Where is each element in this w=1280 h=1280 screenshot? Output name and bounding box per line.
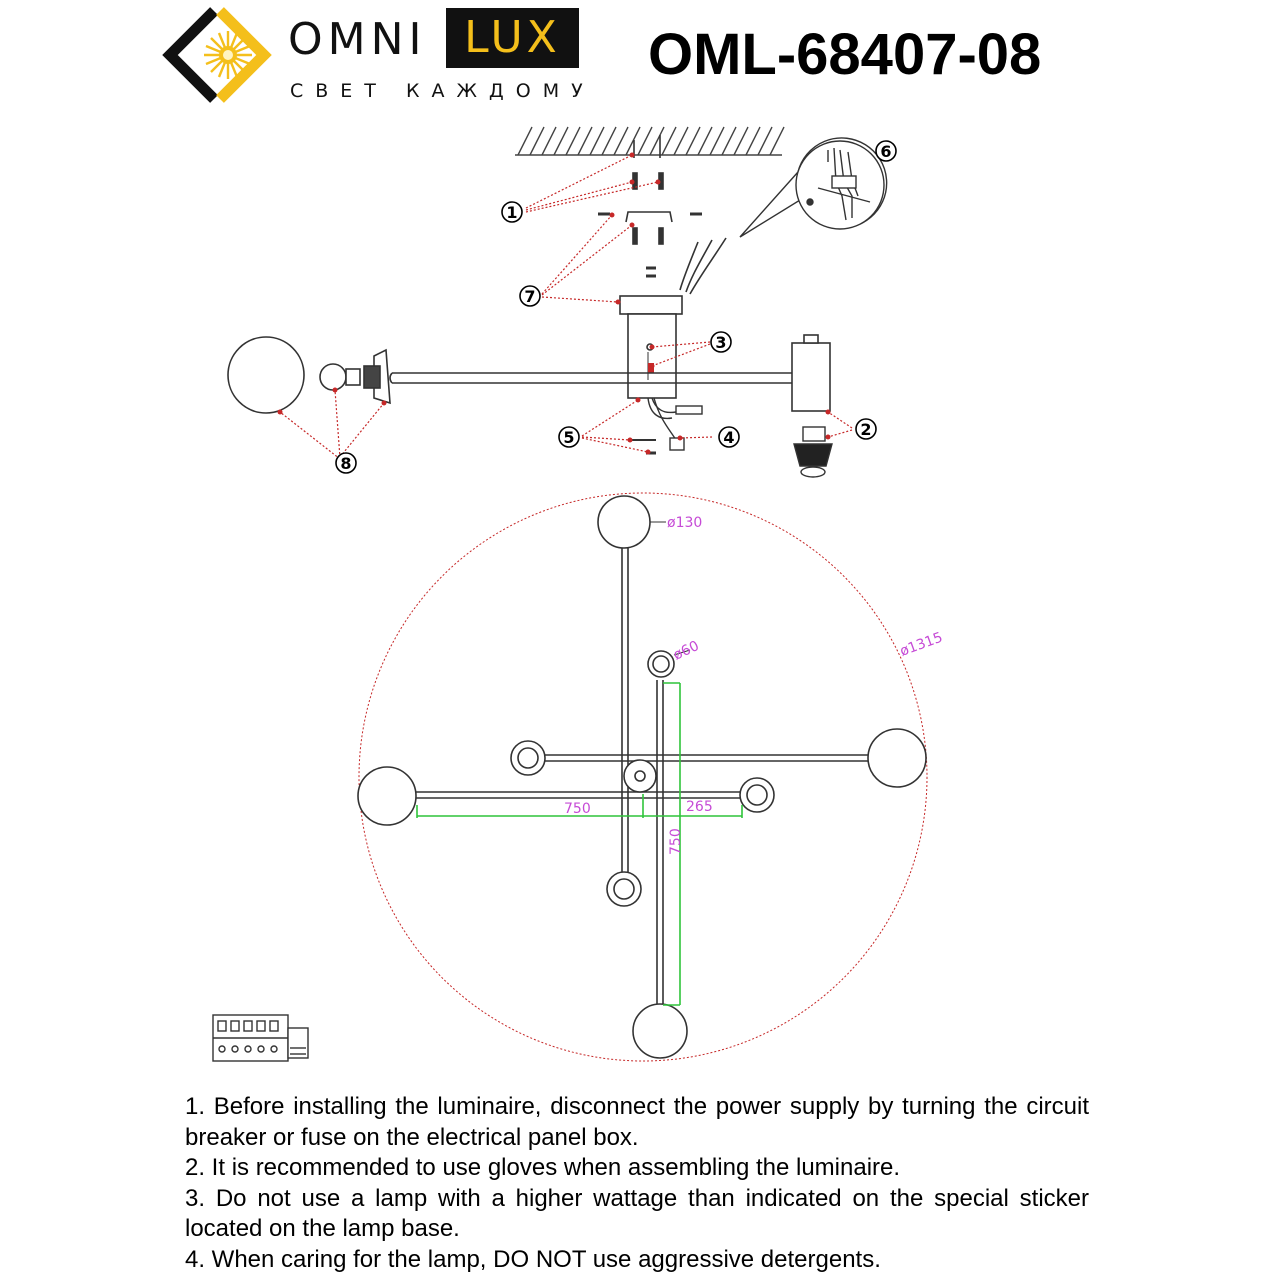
callout-5: 5 (558, 426, 580, 448)
diameter-leaders (650, 521, 691, 656)
svg-text:1: 1 (506, 203, 517, 222)
ceiling-hatch-line (517, 126, 533, 156)
omnilux-logo (162, 7, 272, 103)
ceiling-hatch-line (601, 126, 617, 156)
callout-7: 7 (519, 285, 541, 307)
callout-markers: 1 2 3 4 5 6 7 8 (335, 140, 897, 474)
overall-diameter-circle (358, 492, 928, 1062)
dim-arm-horizontal: 750 (564, 801, 591, 817)
ceiling-hatch-line (577, 126, 593, 156)
terminal-screw (256, 1020, 266, 1032)
terminal-screw (243, 1020, 253, 1032)
ceiling-hatch-line (673, 126, 689, 156)
wiring-detail-inset (739, 137, 888, 238)
wire-connector (630, 397, 703, 455)
svg-text:6: 6 (880, 142, 891, 161)
dim-center-offset: 265 (686, 799, 713, 815)
terminal-hole (231, 1045, 239, 1053)
instruction-4: 4. When caring for the lamp, DO NOT use … (185, 1245, 881, 1273)
brand-tagline: СВЕТ КАЖДОМУ (290, 80, 595, 102)
terminal-hole (244, 1045, 252, 1053)
brand-name-omni: OMNI (288, 14, 427, 65)
lamp-arm (389, 334, 831, 412)
ceiling-hatch-line (757, 126, 773, 156)
globe-top (597, 495, 651, 549)
instruction-3: 3. Do not use a lamp with a higher watta… (185, 1184, 1089, 1243)
dim-arm-vertical: 750 (668, 828, 684, 855)
ceiling-hatch-line (733, 126, 749, 156)
svg-text:5: 5 (563, 428, 574, 447)
globe-shade-exploded (227, 336, 391, 414)
svg-text:4: 4 (723, 428, 734, 447)
callout-leaders (277, 152, 853, 460)
ceiling-hatch-line (769, 126, 785, 156)
safety-instructions: 1. Before installing the luminaire, disc… (185, 1092, 1089, 1275)
model-number: OML-68407-08 (648, 22, 1042, 87)
callout-3: 3 (710, 331, 732, 353)
ceiling-hatch-line (721, 126, 737, 156)
ceiling-hatch-line (637, 126, 653, 156)
terminal-hole (257, 1045, 265, 1053)
canopy-body (619, 295, 683, 399)
ceiling-hatch-line (613, 126, 629, 156)
ceiling-hatch-line (745, 126, 761, 156)
terminal-screw (269, 1020, 279, 1032)
callout-4: 4 (718, 426, 740, 448)
dim-globe-diameter: ø130 (667, 515, 702, 531)
instruction-2: 2. It is recommended to use gloves when … (185, 1154, 901, 1181)
svg-text:3: 3 (715, 333, 726, 352)
ceiling-hatch-line (553, 126, 569, 156)
plan-view-fixture (357, 495, 927, 1059)
ceiling-hatch-line (709, 126, 725, 156)
ceiling-hatch-line (589, 126, 605, 156)
ceiling-hatch-line (625, 126, 641, 156)
ceiling-hatch-line (565, 126, 581, 156)
svg-text:8: 8 (340, 454, 351, 473)
terminal-block (212, 1014, 309, 1062)
svg-text:2: 2 (860, 420, 871, 439)
ceiling-hatch-line (685, 126, 701, 156)
ceiling-hatch-line (529, 126, 545, 156)
ceiling-hatch-line (649, 126, 665, 156)
instruction-1: 1. Before installing the luminaire, disc… (185, 1093, 1089, 1151)
svg-text:7: 7 (524, 287, 535, 306)
dim-small-shade-diameter: ø60 (671, 638, 702, 664)
ceiling-hatch-line (661, 126, 677, 156)
terminal-hole (218, 1045, 226, 1053)
ceiling-hatch-line (541, 126, 557, 156)
globe-left (357, 766, 417, 826)
assembly-diagram: 1 2 3 4 5 6 7 8 (212, 126, 945, 1062)
callout-6: 6 (875, 140, 897, 162)
gu10-bulb (793, 426, 833, 478)
callout-8: 8 (335, 452, 357, 474)
terminal-screw (217, 1020, 227, 1032)
ceiling-hatch-line (697, 126, 713, 156)
dim-overall-diameter: ø1315 (898, 630, 945, 660)
brand-name-lux: LUX (446, 8, 579, 68)
dimension-lines (416, 682, 743, 1006)
ceiling-hatch (515, 126, 785, 156)
callout-1: 1 (501, 201, 523, 223)
globe-bottom (632, 1003, 688, 1059)
callout-2: 2 (855, 418, 877, 440)
globe-right (867, 728, 927, 788)
mounting-hardware (598, 135, 727, 295)
terminal-hole (270, 1045, 278, 1053)
terminal-screw (230, 1020, 240, 1032)
